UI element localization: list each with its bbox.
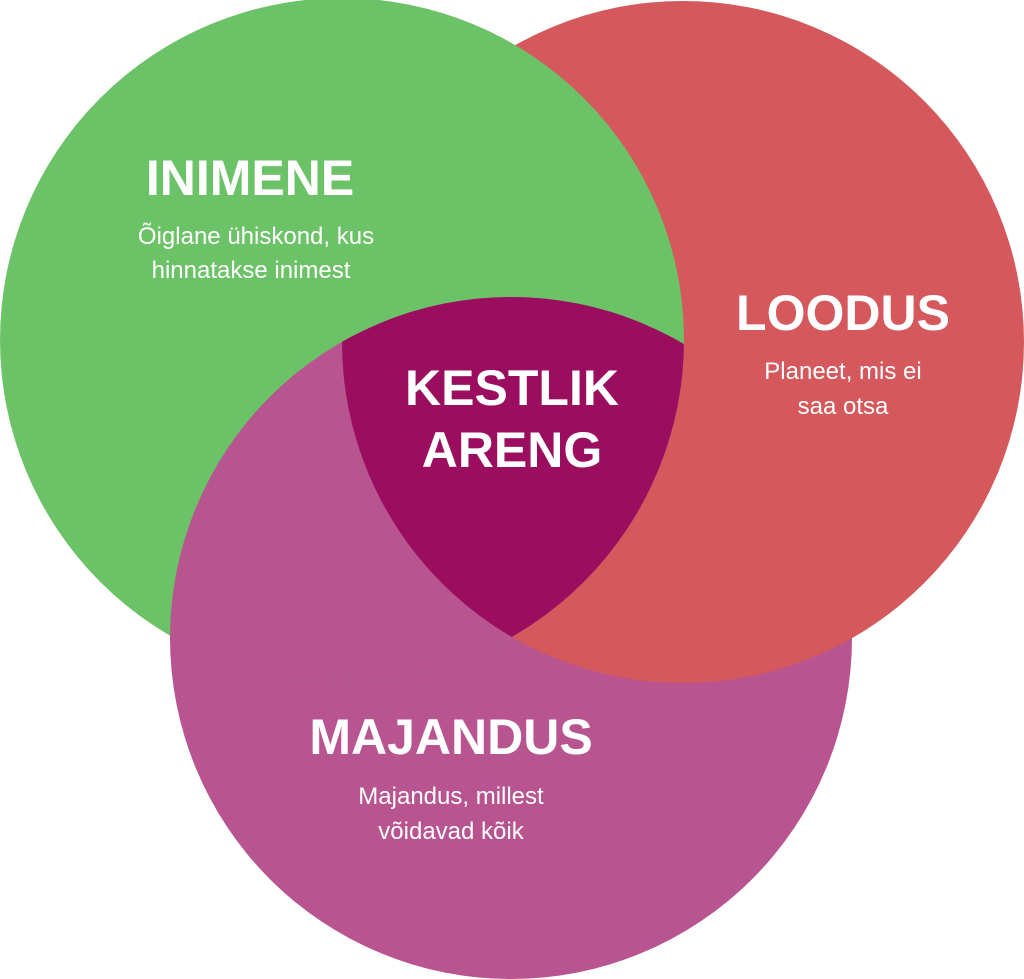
majandus-title: MAJANDUS	[309, 709, 593, 765]
inimene-line-2: hinnatakse inimest	[151, 257, 351, 284]
loodus-line-2: saa otsa	[797, 393, 889, 420]
inimene-title: INIMENE	[145, 150, 355, 206]
center-line-2: ARENG	[421, 422, 603, 478]
inimene-line-1: Õiglane ühiskond, kus	[137, 223, 375, 250]
center-line-1: KESTLIK	[405, 360, 619, 416]
loodus-title: LOODUS	[736, 285, 950, 341]
majandus-line-2: võidavad kõik	[378, 818, 524, 845]
majandus-line-1: Majandus, millest	[358, 783, 544, 810]
loodus-line-1: Planeet, mis ei	[764, 358, 922, 385]
